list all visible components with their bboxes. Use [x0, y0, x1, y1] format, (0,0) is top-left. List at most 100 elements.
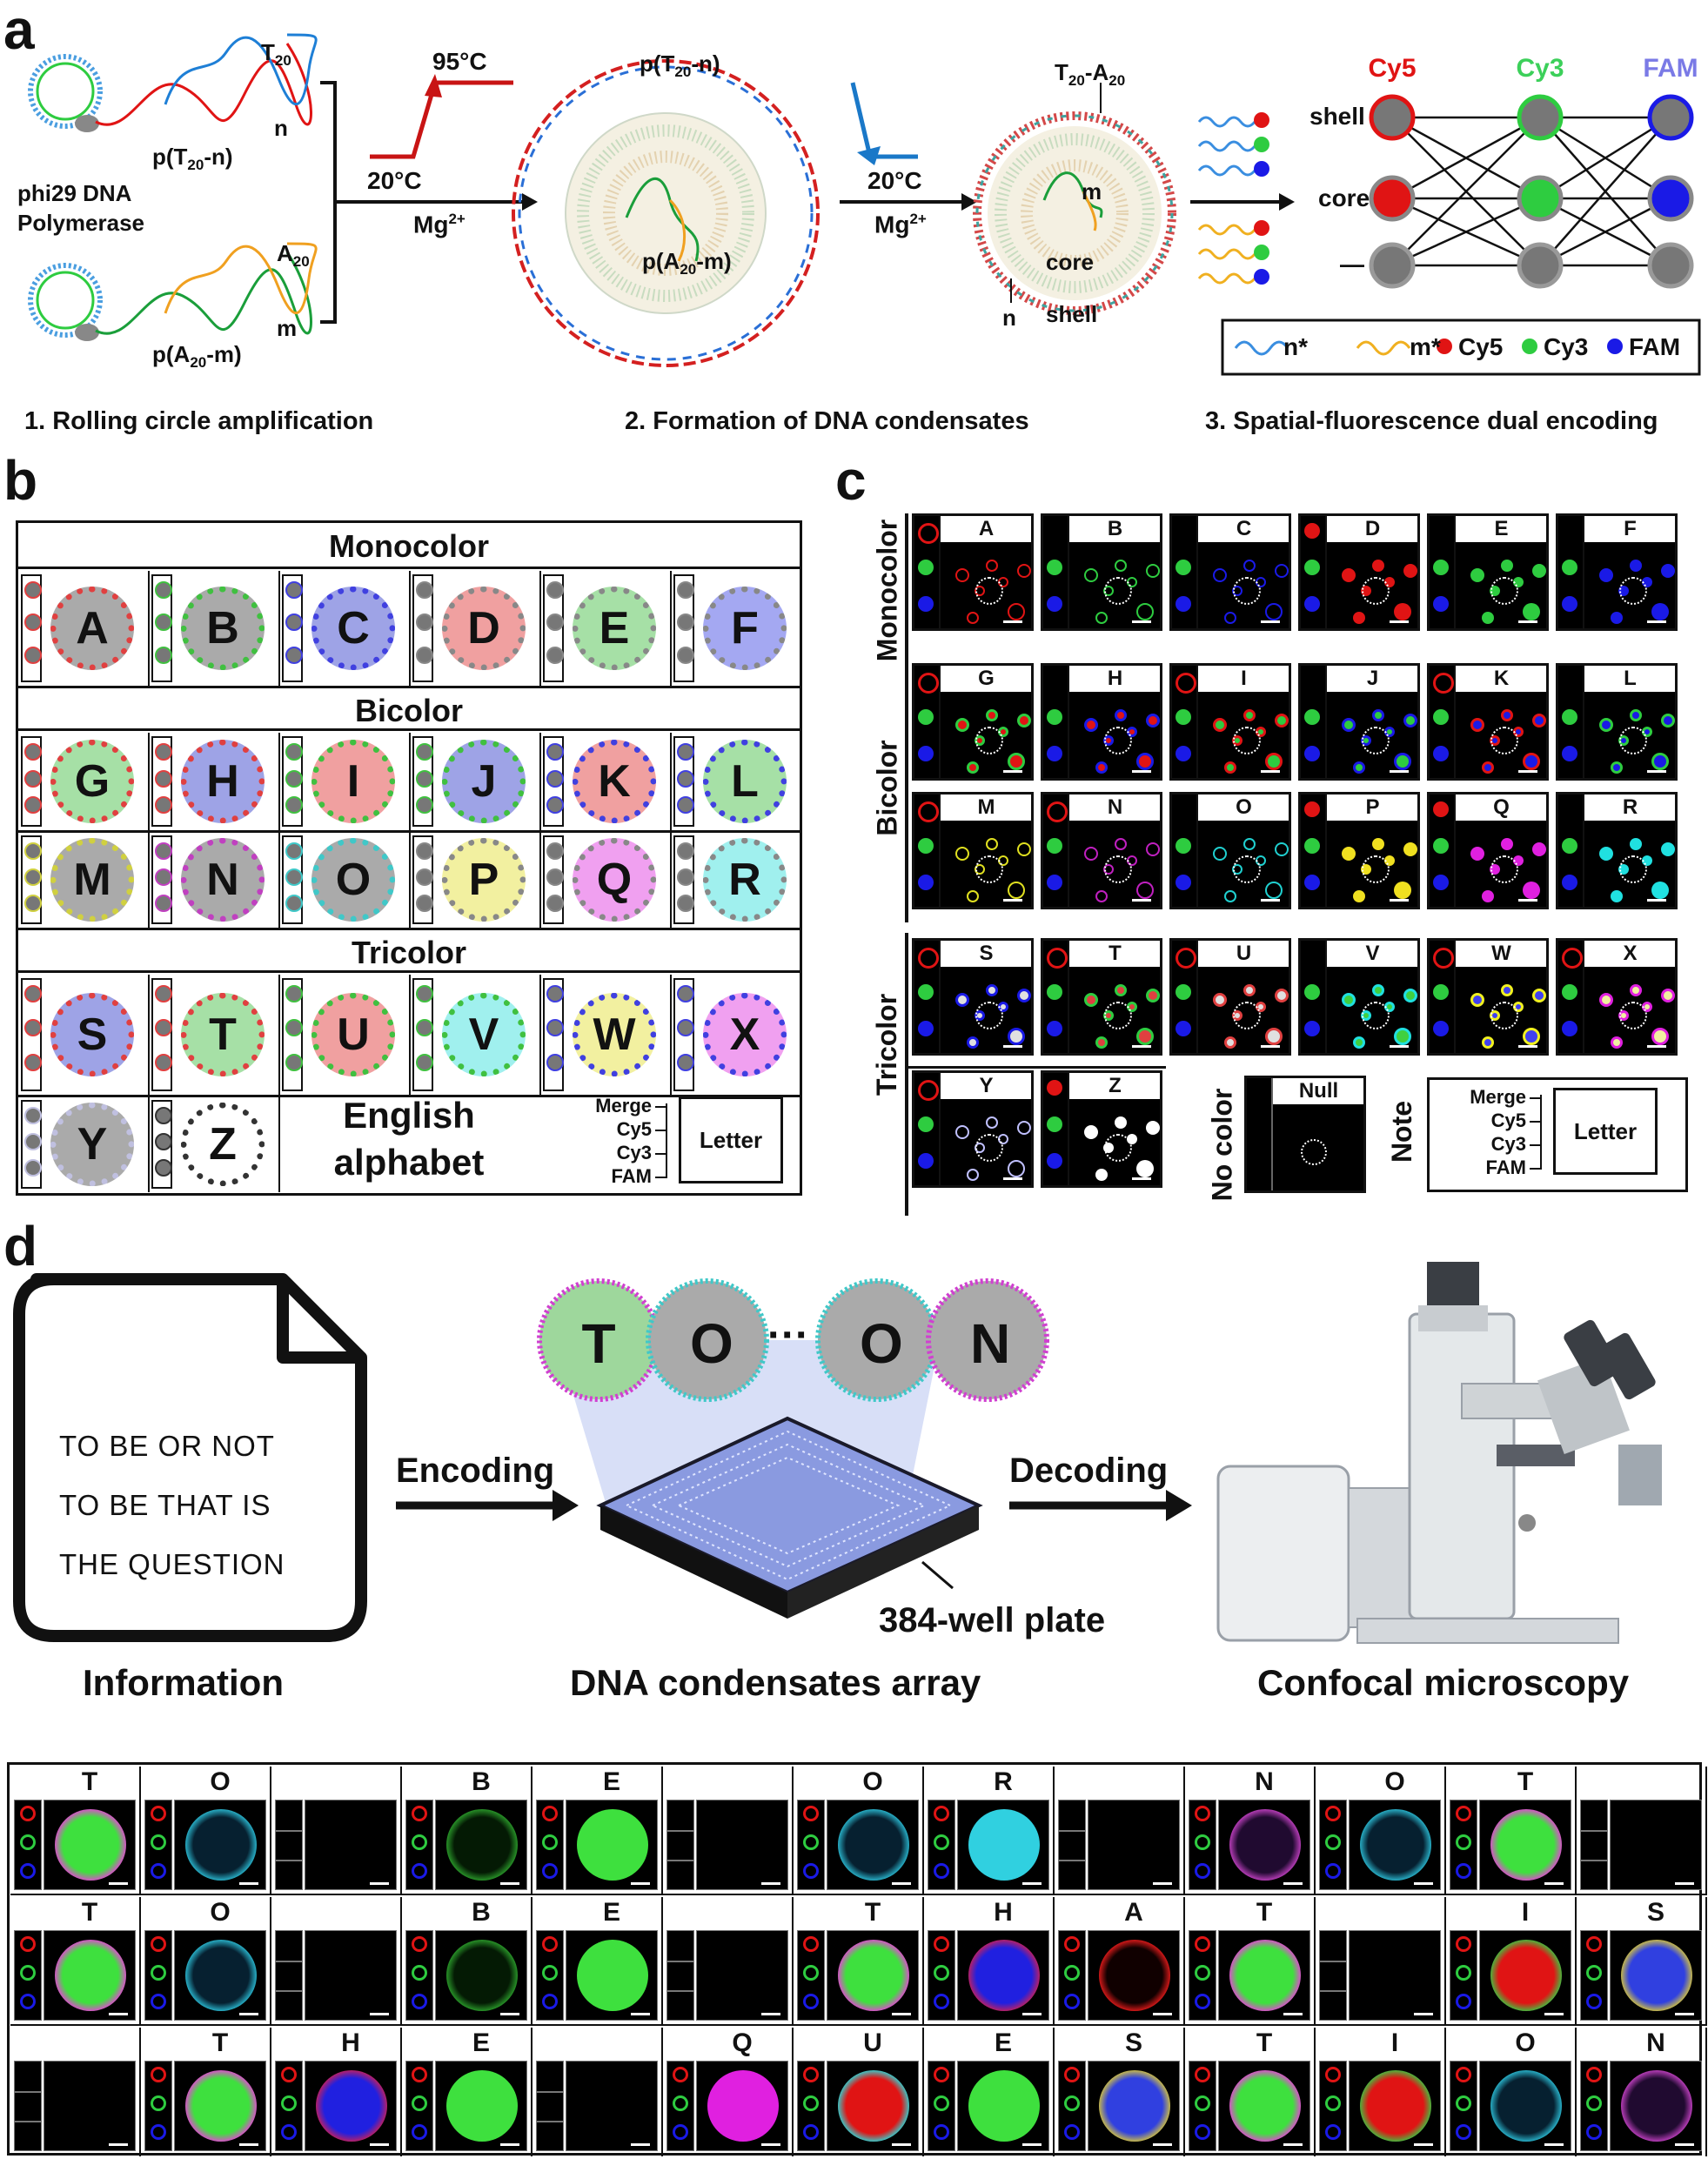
condensate-spot: [1213, 993, 1227, 1007]
highlight-circle: [1490, 577, 1518, 605]
condensate-spot: [967, 761, 979, 774]
scale-bar: [1261, 620, 1280, 623]
channel-spot: [1586, 2067, 1602, 2082]
decoded-thumbs: [1058, 1930, 1086, 2021]
highlight-circle: [1490, 727, 1518, 754]
condensate-spot: [1482, 612, 1494, 624]
decoded-image: [1088, 2061, 1180, 2151]
condensate-spot: [1146, 714, 1160, 727]
decoded-cell: T: [794, 1897, 924, 2026]
decoded-letter: O: [172, 1897, 268, 1928]
channel-strip: [673, 978, 694, 1091]
note-label-Cy3: Cy3: [579, 1142, 652, 1164]
decoded-condensate: [577, 1940, 648, 2011]
channel-spot: [918, 801, 939, 822]
channel-spot: [151, 2124, 166, 2140]
network-nodes: [1371, 97, 1691, 286]
micro-image: [1198, 821, 1289, 907]
condensate-spot: [1630, 984, 1642, 996]
decoded-cell: [1055, 1767, 1185, 1895]
condensate-spot: [1523, 753, 1540, 770]
condensate-spot: [1651, 882, 1669, 899]
condensate-spot: [1501, 709, 1513, 721]
channel-spot: [1325, 2124, 1341, 2140]
channel-thumbs: [1301, 516, 1327, 628]
scale-bar: [1647, 770, 1666, 773]
channel-dot: [155, 1054, 172, 1071]
channel-dot: [24, 1054, 42, 1071]
condensate-spot: [1470, 847, 1484, 861]
decoded-thumbs: [1189, 2061, 1216, 2151]
condensate-spot: [1243, 984, 1256, 996]
decoded-thumbs: [144, 1800, 172, 1890]
legend-cy3: Cy3: [1544, 333, 1588, 361]
channel-spot: [1586, 1994, 1602, 2009]
decoded-letter: S: [1086, 2028, 1182, 2059]
channel-strip: [673, 736, 694, 827]
decoded-image: [1218, 1930, 1310, 2021]
micro-label-Z: Z: [1069, 1073, 1161, 1099]
micro-label-N: N: [1069, 795, 1161, 821]
channel-dot: [546, 647, 564, 664]
channel-spot: [934, 1994, 949, 2009]
condensate-spot: [986, 1116, 998, 1129]
step-2-label: 2. Formation of DNA condensates: [625, 407, 1029, 436]
channel-spot: [1195, 2067, 1210, 2082]
micro-label-V: V: [1327, 941, 1418, 967]
condensate-spot: [1008, 1028, 1025, 1045]
channel-strip: [151, 1100, 172, 1189]
micro-cell-D: D: [1298, 513, 1420, 631]
channel-strip: [412, 835, 433, 924]
channel-spot: [934, 1965, 949, 1981]
decoded-letter: I: [1347, 2028, 1443, 2059]
decoded-image: [1218, 1800, 1310, 1890]
scale-bar: [1003, 620, 1022, 623]
decoded-image: [1088, 1800, 1180, 1890]
decoded-image: [44, 1930, 136, 2021]
channel-strip: [282, 736, 303, 827]
scale-bar: [1022, 2143, 1042, 2146]
temp-low-label-2: 20°C: [867, 167, 922, 195]
letter-cell-H: H: [150, 733, 280, 830]
condensate-spot: [1470, 718, 1484, 732]
condensate-spot: [1372, 709, 1384, 721]
channel-spot: [1433, 709, 1449, 725]
channel-dot: [24, 1107, 42, 1124]
channel-dot: [285, 770, 303, 788]
mg-label-2: Mg2+: [874, 211, 927, 238]
decoded-cell: O: [794, 1767, 924, 1895]
channel-strip: [151, 736, 172, 827]
micro-label-D: D: [1327, 516, 1418, 542]
condensate-letter-3: O: [860, 1311, 894, 1376]
channel-thumbs: [1043, 516, 1069, 628]
channel-dot: [677, 1019, 694, 1036]
channel-spot: [1325, 2095, 1341, 2111]
condensate-W: W: [573, 993, 656, 1076]
condensate-spot: [1243, 709, 1256, 721]
channel-dot: [155, 614, 172, 631]
channel-spot: [20, 1806, 36, 1821]
channel-spot: [1176, 1021, 1191, 1036]
scale-bar: [1283, 2013, 1303, 2015]
channel-spot: [1304, 596, 1320, 612]
channel-spot: [412, 2095, 427, 2111]
decoded-letter: T: [42, 1767, 137, 1798]
side-label-text: No color: [1207, 1088, 1239, 1201]
micro-image: [1456, 967, 1546, 1053]
scale-bar: [892, 2143, 911, 2146]
channel-dot: [24, 1159, 42, 1177]
condensate-J: J: [442, 740, 526, 823]
condensate-Y: Y: [50, 1103, 134, 1186]
condensate-S: S: [50, 993, 134, 1076]
channel-spot: [918, 875, 934, 890]
micro-image: [941, 967, 1031, 1053]
channel-spot: [1562, 875, 1577, 890]
condensate-B: B: [181, 587, 265, 670]
micro-cell-T: T: [1041, 938, 1162, 1056]
channel-spot: [1064, 2124, 1080, 2140]
decoded-cell: [271, 1767, 402, 1895]
decoded-condensate: [185, 2070, 257, 2142]
channel-spot: [1064, 2067, 1080, 2082]
net-col-fam: FAM: [1631, 54, 1708, 84]
channel-spot: [1176, 560, 1191, 575]
